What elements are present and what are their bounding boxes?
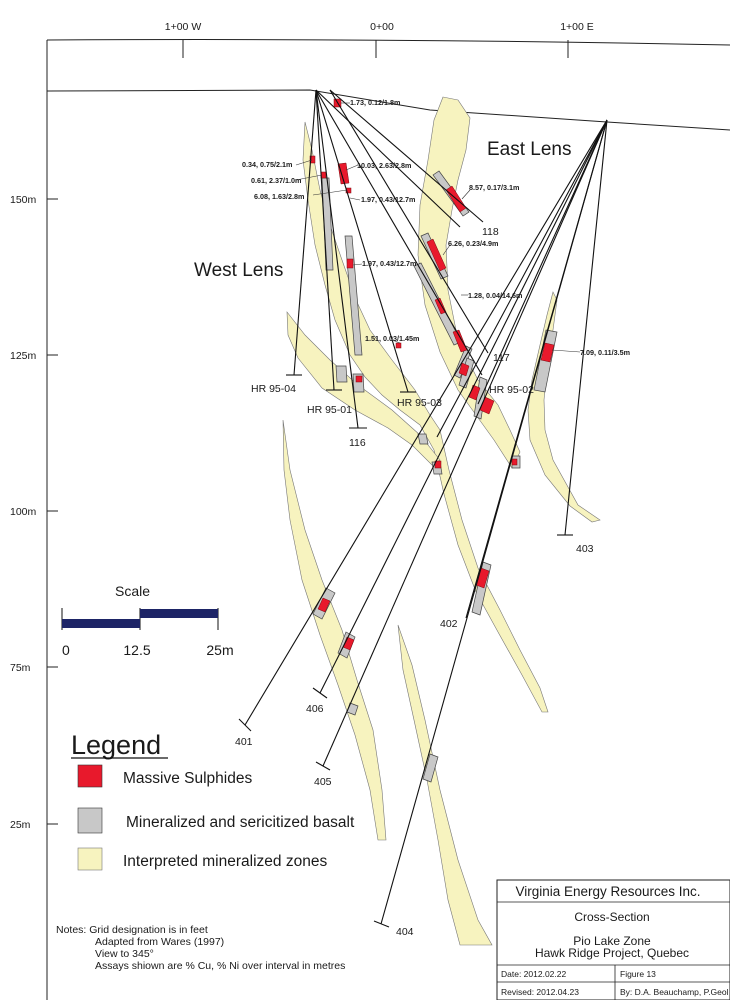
drill-hole-label: 403	[576, 543, 594, 555]
assay-label: 0.34, 0.75/2.1m	[242, 160, 292, 169]
grid-label-center: 0+00	[370, 21, 394, 33]
assay-label: 1.73, 0.12/1.8m	[350, 98, 400, 107]
lower-west-zone	[282, 419, 387, 841]
legend: Legend Massive Sulphides Mineralized and…	[71, 730, 355, 871]
scale-bar: Scale 0 12.5 25m	[61, 583, 234, 658]
legend-title: Legend	[71, 730, 161, 760]
assay-labels: 1.73, 0.12/1.8m 0.34, 0.75/2.1m 10.03, 2…	[242, 98, 630, 357]
assay-label: 1.97, 0.43/12.7m	[361, 195, 415, 204]
assay-label: 7.09, 0.11/3.5m	[580, 348, 630, 357]
date-field: Date: 2012.02.22	[501, 969, 566, 979]
top-grid-ticks	[182, 40, 569, 58]
east-lens-label: East Lens	[487, 139, 572, 160]
zone-name: Pio Lake Zone	[573, 934, 651, 948]
drill-hole-label: 116	[349, 437, 366, 449]
elevation-label-75: 75m	[10, 662, 31, 674]
west-lens-label: West Lens	[194, 260, 283, 281]
drill-hole-label: 404	[396, 926, 414, 938]
revised-field: Revised: 2012.04.23	[501, 987, 579, 997]
company-name: Virginia Energy Resources Inc.	[515, 884, 700, 899]
elevation-label-100: 100m	[10, 506, 37, 518]
map-frame	[46, 39, 730, 1000]
legend-swatch-sulphides	[77, 764, 103, 788]
topographic-surface	[46, 89, 730, 131]
elevation-label-125: 125m	[10, 350, 37, 362]
legend-swatch-zones	[77, 847, 103, 871]
scale-tick-0: 0	[62, 642, 70, 658]
assay-label: 1.97, 0.43/12.7m	[362, 259, 416, 268]
drill-hole-label: 402	[440, 618, 458, 630]
assay-label: 1.51, 0.03/1.45m	[365, 334, 419, 343]
assay-label: 0.61, 2.37/1.0m	[251, 176, 301, 185]
west-lens-zone	[302, 121, 549, 713]
legend-label-basalt: Mineralized and sericitized basalt	[126, 814, 355, 831]
doc-type: Cross-Section	[574, 910, 649, 924]
grid-label-east: 1+00 E	[560, 21, 594, 33]
drill-hole-label: HR 95-02	[489, 384, 534, 396]
assay-label: 1.28, 0.04/14.6m	[468, 291, 522, 300]
notes-line: View to 345°	[95, 948, 154, 960]
project-name: Hawk Ridge Project, Quebec	[535, 946, 689, 960]
notes: Notes: Grid designation is in feet Adapt…	[56, 924, 345, 972]
elevation-label-150: 150m	[10, 194, 37, 206]
legend-label-sulphides: Massive Sulphides	[123, 770, 252, 787]
elevation-label-25: 25m	[10, 819, 31, 831]
figure-field: Figure 13	[620, 969, 656, 979]
drill-hole-label: 406	[306, 703, 324, 715]
drill-hole-label: 118	[482, 226, 499, 238]
notes-line: Notes: Grid designation is in feet	[56, 924, 208, 936]
drill-hole-label: 405	[314, 776, 332, 788]
assay-label: 10.03, 2.63/2.8m	[357, 161, 411, 170]
author-field: By: D.A. Beauchamp, P.Geol	[620, 987, 729, 997]
drill-hole-labels: HR 95-04 HR 95-01 116 HR 95-03 118 117 H…	[235, 226, 594, 938]
scale-tick-25: 25m	[206, 642, 233, 658]
scale-tick-12-5: 12.5	[123, 642, 150, 658]
assay-label: 6.26, 0.23/4.9m	[448, 239, 498, 248]
east-splay-zone	[527, 291, 601, 523]
grid-label-west: 1+00 W	[165, 21, 202, 33]
legend-swatch-basalt	[77, 807, 103, 834]
assay-label: 8.57, 0.17/3.1m	[469, 183, 519, 192]
drill-hole-label: 401	[235, 736, 253, 748]
drill-hole-label: 117	[493, 352, 510, 364]
notes-line: Assays shiown are % Cu, % Ni over interv…	[95, 960, 345, 972]
drill-hole-label: HR 95-01	[307, 404, 352, 416]
assay-leaders	[295, 102, 581, 353]
legend-label-zones: Interpreted mineralized zones	[123, 853, 327, 870]
drill-hole-label: HR 95-03	[397, 397, 442, 409]
assay-label: 6.08, 1.63/2.8m	[254, 192, 304, 201]
notes-line: Adapted from Wares (1997)	[95, 936, 224, 948]
scale-title: Scale	[115, 583, 150, 599]
lower-east-zone	[397, 624, 493, 946]
drill-holes	[238, 89, 608, 928]
drill-hole-label: HR 95-04	[251, 383, 296, 395]
title-block: Virginia Energy Resources Inc. Cross-Sec…	[496, 879, 730, 1000]
elevation-ticks	[47, 198, 58, 825]
